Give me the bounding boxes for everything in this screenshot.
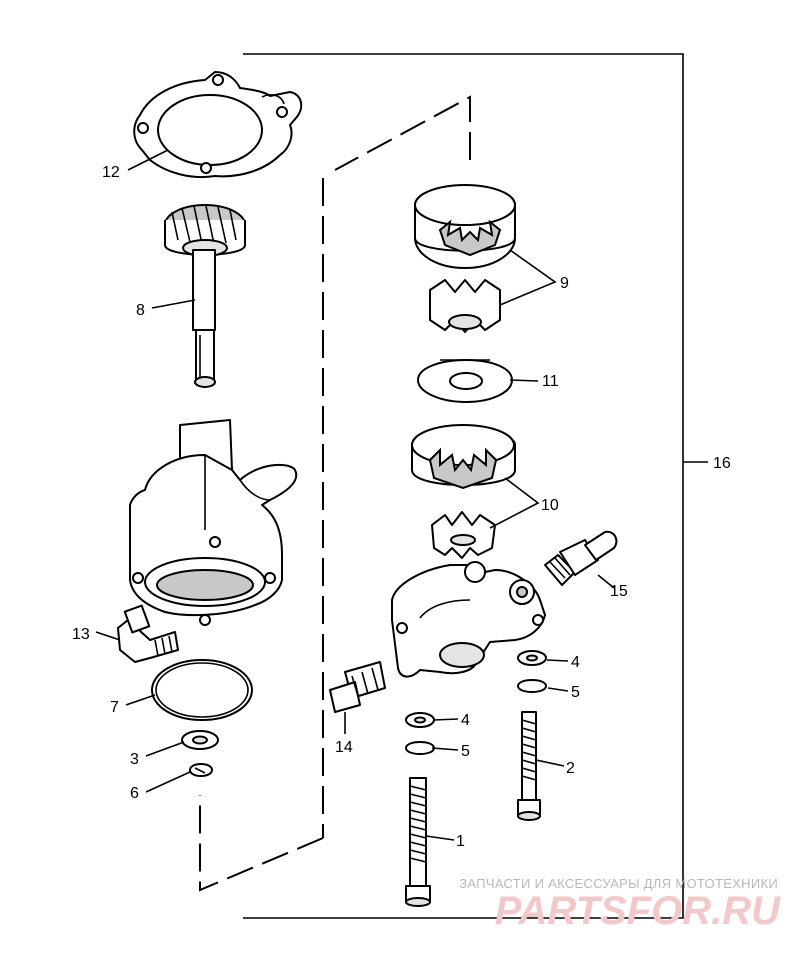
leader-lines xyxy=(95,149,615,841)
callout-10: 10 xyxy=(541,497,559,514)
separator-plate-part-11 xyxy=(417,359,513,403)
callout-15: 15 xyxy=(610,583,628,600)
bolt-part-2 xyxy=(517,711,541,821)
bolt-part-1 xyxy=(405,777,431,907)
callout-12: 12 xyxy=(102,164,120,181)
rotor-set-part-10 xyxy=(411,424,516,559)
callout-9: 9 xyxy=(560,275,569,292)
callout-5-upper: 5 xyxy=(571,684,580,701)
callout-7: 7 xyxy=(110,699,119,716)
pump-housing xyxy=(129,419,298,626)
elbow-fitting-part-13 xyxy=(117,604,179,663)
callout-14: 14 xyxy=(335,739,353,756)
assembly-16-frame xyxy=(199,53,708,919)
callout-11: 11 xyxy=(542,373,559,390)
callout-4-upper: 4 xyxy=(571,654,580,671)
callout-16: 16 xyxy=(713,455,731,472)
lock-washer-part-5-upper xyxy=(517,679,547,693)
callout-4-lower: 4 xyxy=(461,712,470,729)
callout-8: 8 xyxy=(136,302,145,319)
rotor-set-part-9 xyxy=(414,184,516,333)
gear-shaft-part-8 xyxy=(164,204,246,388)
watermark-brand: PARTSFOR.RU xyxy=(495,889,781,933)
washer-part-4-upper xyxy=(517,650,547,666)
retaining-clip-part-6 xyxy=(189,763,213,777)
washer-part-3 xyxy=(181,730,219,750)
lock-washer-part-5-lower xyxy=(405,741,435,755)
callout-13: 13 xyxy=(72,626,90,643)
callout-5-lower: 5 xyxy=(461,743,470,760)
callout-3: 3 xyxy=(130,751,139,768)
callout-6: 6 xyxy=(130,785,139,802)
callout-labels: 12 8 13 7 3 6 9 11 10 15 16 4 5 4 5 14 2… xyxy=(72,164,731,850)
callout-1: 1 xyxy=(456,833,465,850)
washer-part-4-lower xyxy=(405,712,435,728)
gasket-part-12 xyxy=(133,71,303,178)
watermark: ЗАПЧАСТИ И АКСЕССУАРЫ ДЛЯ МОТОТЕХНИКИ PA… xyxy=(459,876,781,933)
callout-2: 2 xyxy=(566,760,575,777)
hose-fitting-part-15 xyxy=(544,530,618,586)
hose-fitting-part-14 xyxy=(329,661,386,713)
watermark-tagline: ЗАПЧАСТИ И АКСЕССУАРЫ ДЛЯ МОТОТЕХНИКИ xyxy=(459,876,778,891)
pump-cover-body xyxy=(391,561,546,678)
o-ring-part-7 xyxy=(151,659,253,721)
